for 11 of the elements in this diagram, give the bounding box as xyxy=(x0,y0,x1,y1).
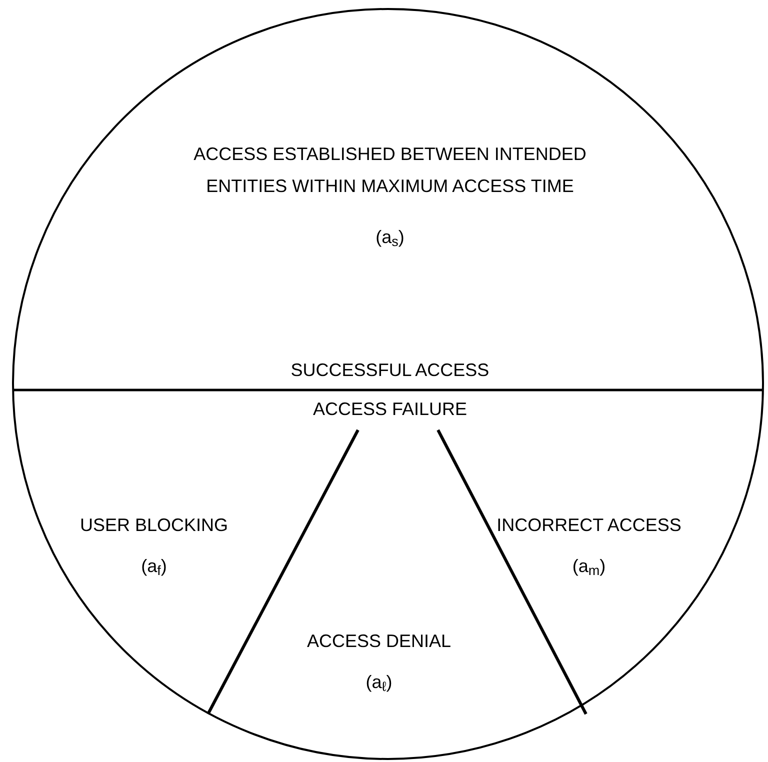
region-label: ACCESS DENIAL xyxy=(306,630,452,653)
region-label: ACCESS FAILURE xyxy=(312,398,468,421)
region-label: ACCESS ESTABLISHED BETWEEN INTENDED ENTITIES WITHIN MAXIMUM ACCESS TIME xyxy=(192,143,588,198)
region-label: (a$_{m}$) xyxy=(572,555,606,580)
circle-outline xyxy=(12,8,764,760)
region-label: INCORRECT ACCESS xyxy=(496,514,682,537)
region-label: (a$_{ℓ}$) xyxy=(366,671,392,696)
region-label: (a$_{s}$) xyxy=(376,226,404,251)
region-label: (a$_{f}$) xyxy=(141,555,167,580)
region-label: USER BLOCKING xyxy=(80,514,228,537)
region-label: SUCCESSFUL ACCESS xyxy=(290,359,490,382)
